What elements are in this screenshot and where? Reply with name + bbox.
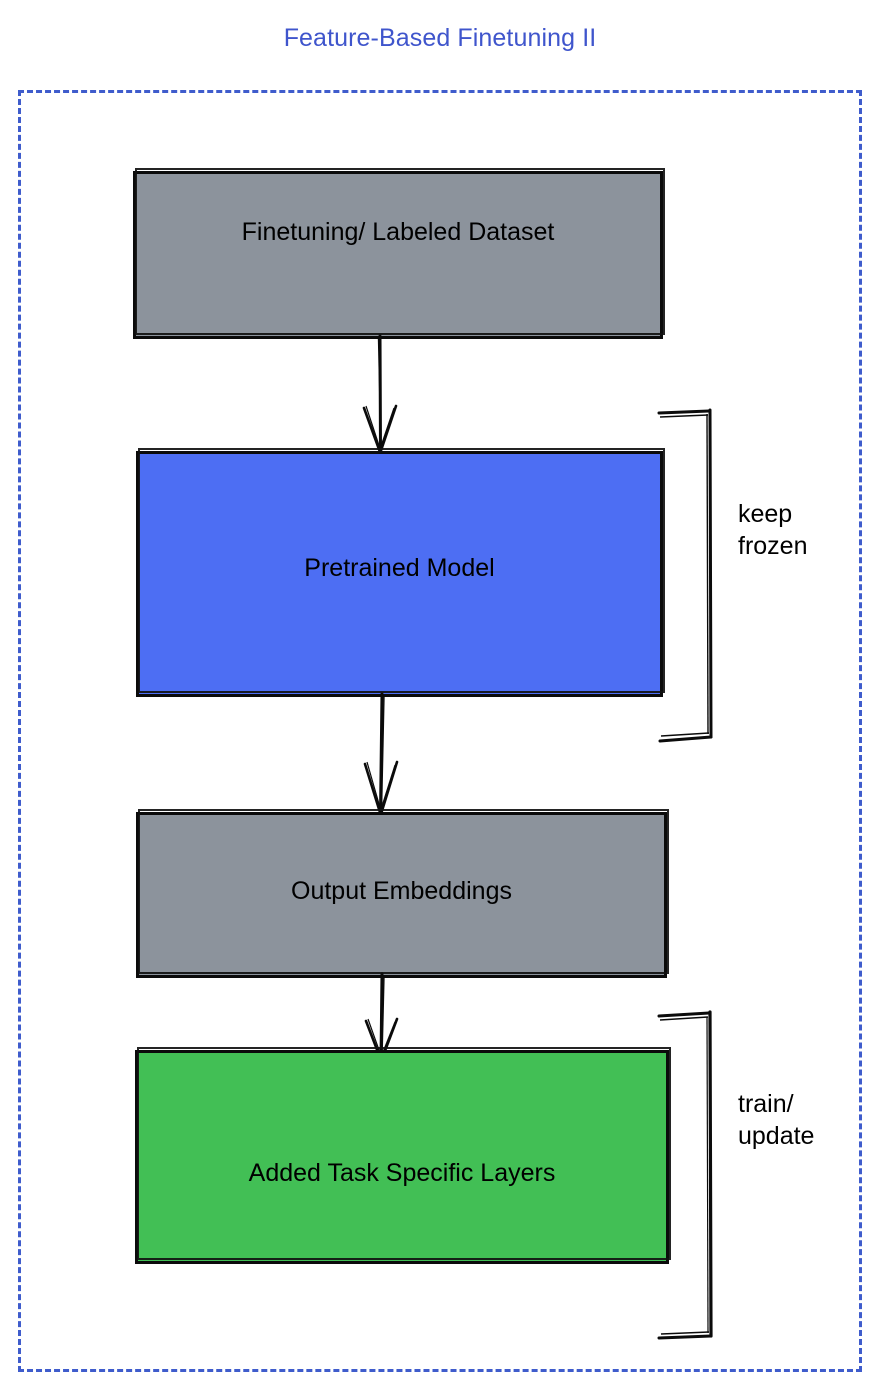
annotation-keep-frozen: keep frozen xyxy=(738,500,808,560)
node-dataset-fill xyxy=(136,174,660,336)
node-pretrained-model[interactable]: Pretrained Model xyxy=(136,448,665,697)
node-embeddings-label: Output Embeddings xyxy=(291,877,512,905)
node-dataset-label: Finetuning/ Labeled Dataset xyxy=(241,218,555,246)
dashed-outer-frame xyxy=(18,90,862,1372)
node-layers-fill xyxy=(138,1053,666,1261)
node-pretrained-fill xyxy=(139,454,660,694)
page-title: Feature-Based Finetuning II xyxy=(283,24,597,52)
annotation-train-update: train/ update xyxy=(738,1090,815,1150)
node-layers-label: Added Task Specific Layers xyxy=(248,1159,556,1187)
node-pretrained-label: Pretrained Model xyxy=(304,554,495,582)
node-output-embeddings[interactable]: Output Embeddings xyxy=(136,809,669,978)
node-task-specific-layers[interactable]: Added Task Specific Layers xyxy=(135,1047,671,1264)
node-dataset[interactable]: Finetuning/ Labeled Dataset xyxy=(133,168,665,339)
node-embeddings-fill xyxy=(139,815,664,975)
